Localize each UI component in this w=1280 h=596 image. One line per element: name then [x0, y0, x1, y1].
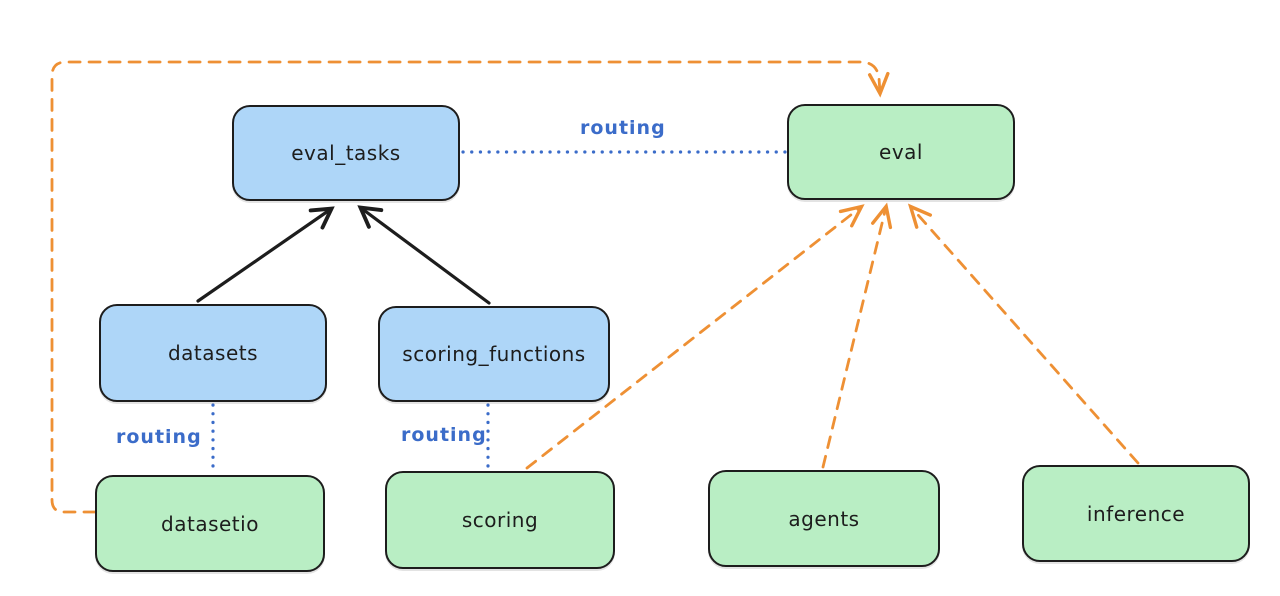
node-agents: agents: [708, 470, 940, 567]
node-scoring-functions-label: scoring_functions: [402, 342, 586, 366]
node-eval-label: eval: [879, 140, 923, 164]
edge-label-routing-scoring: routing: [401, 424, 487, 446]
node-agents-label: agents: [788, 506, 860, 531]
edge-inference-to-eval: [907, 203, 1140, 465]
node-datasets: datasets: [99, 304, 327, 402]
node-datasetio: datasetio: [95, 475, 325, 572]
node-eval-tasks: eval_tasks: [232, 105, 460, 201]
node-scoring-functions: scoring_functions: [378, 306, 610, 402]
edge-scoring-to-eval: [525, 204, 865, 470]
node-inference: inference: [1022, 465, 1250, 562]
node-scoring-label: scoring: [461, 508, 539, 532]
edge-label-routing-top: routing: [580, 117, 666, 139]
node-datasetio-label: datasetio: [161, 511, 259, 536]
edge-label-routing-datasetio: routing: [116, 426, 202, 448]
edge-agents-to-eval: [821, 202, 893, 469]
node-eval: eval: [787, 104, 1015, 200]
edge-scoring-functions-to-eval-tasks: [357, 205, 491, 305]
node-eval-tasks-label: eval_tasks: [291, 141, 401, 165]
node-inference-label: inference: [1086, 501, 1186, 526]
edge-datasets-to-eval-tasks: [196, 206, 335, 303]
edge-datasetio-to-eval-loop: [50, 60, 890, 514]
node-scoring: scoring: [385, 471, 615, 569]
node-datasets-label: datasets: [167, 341, 259, 365]
